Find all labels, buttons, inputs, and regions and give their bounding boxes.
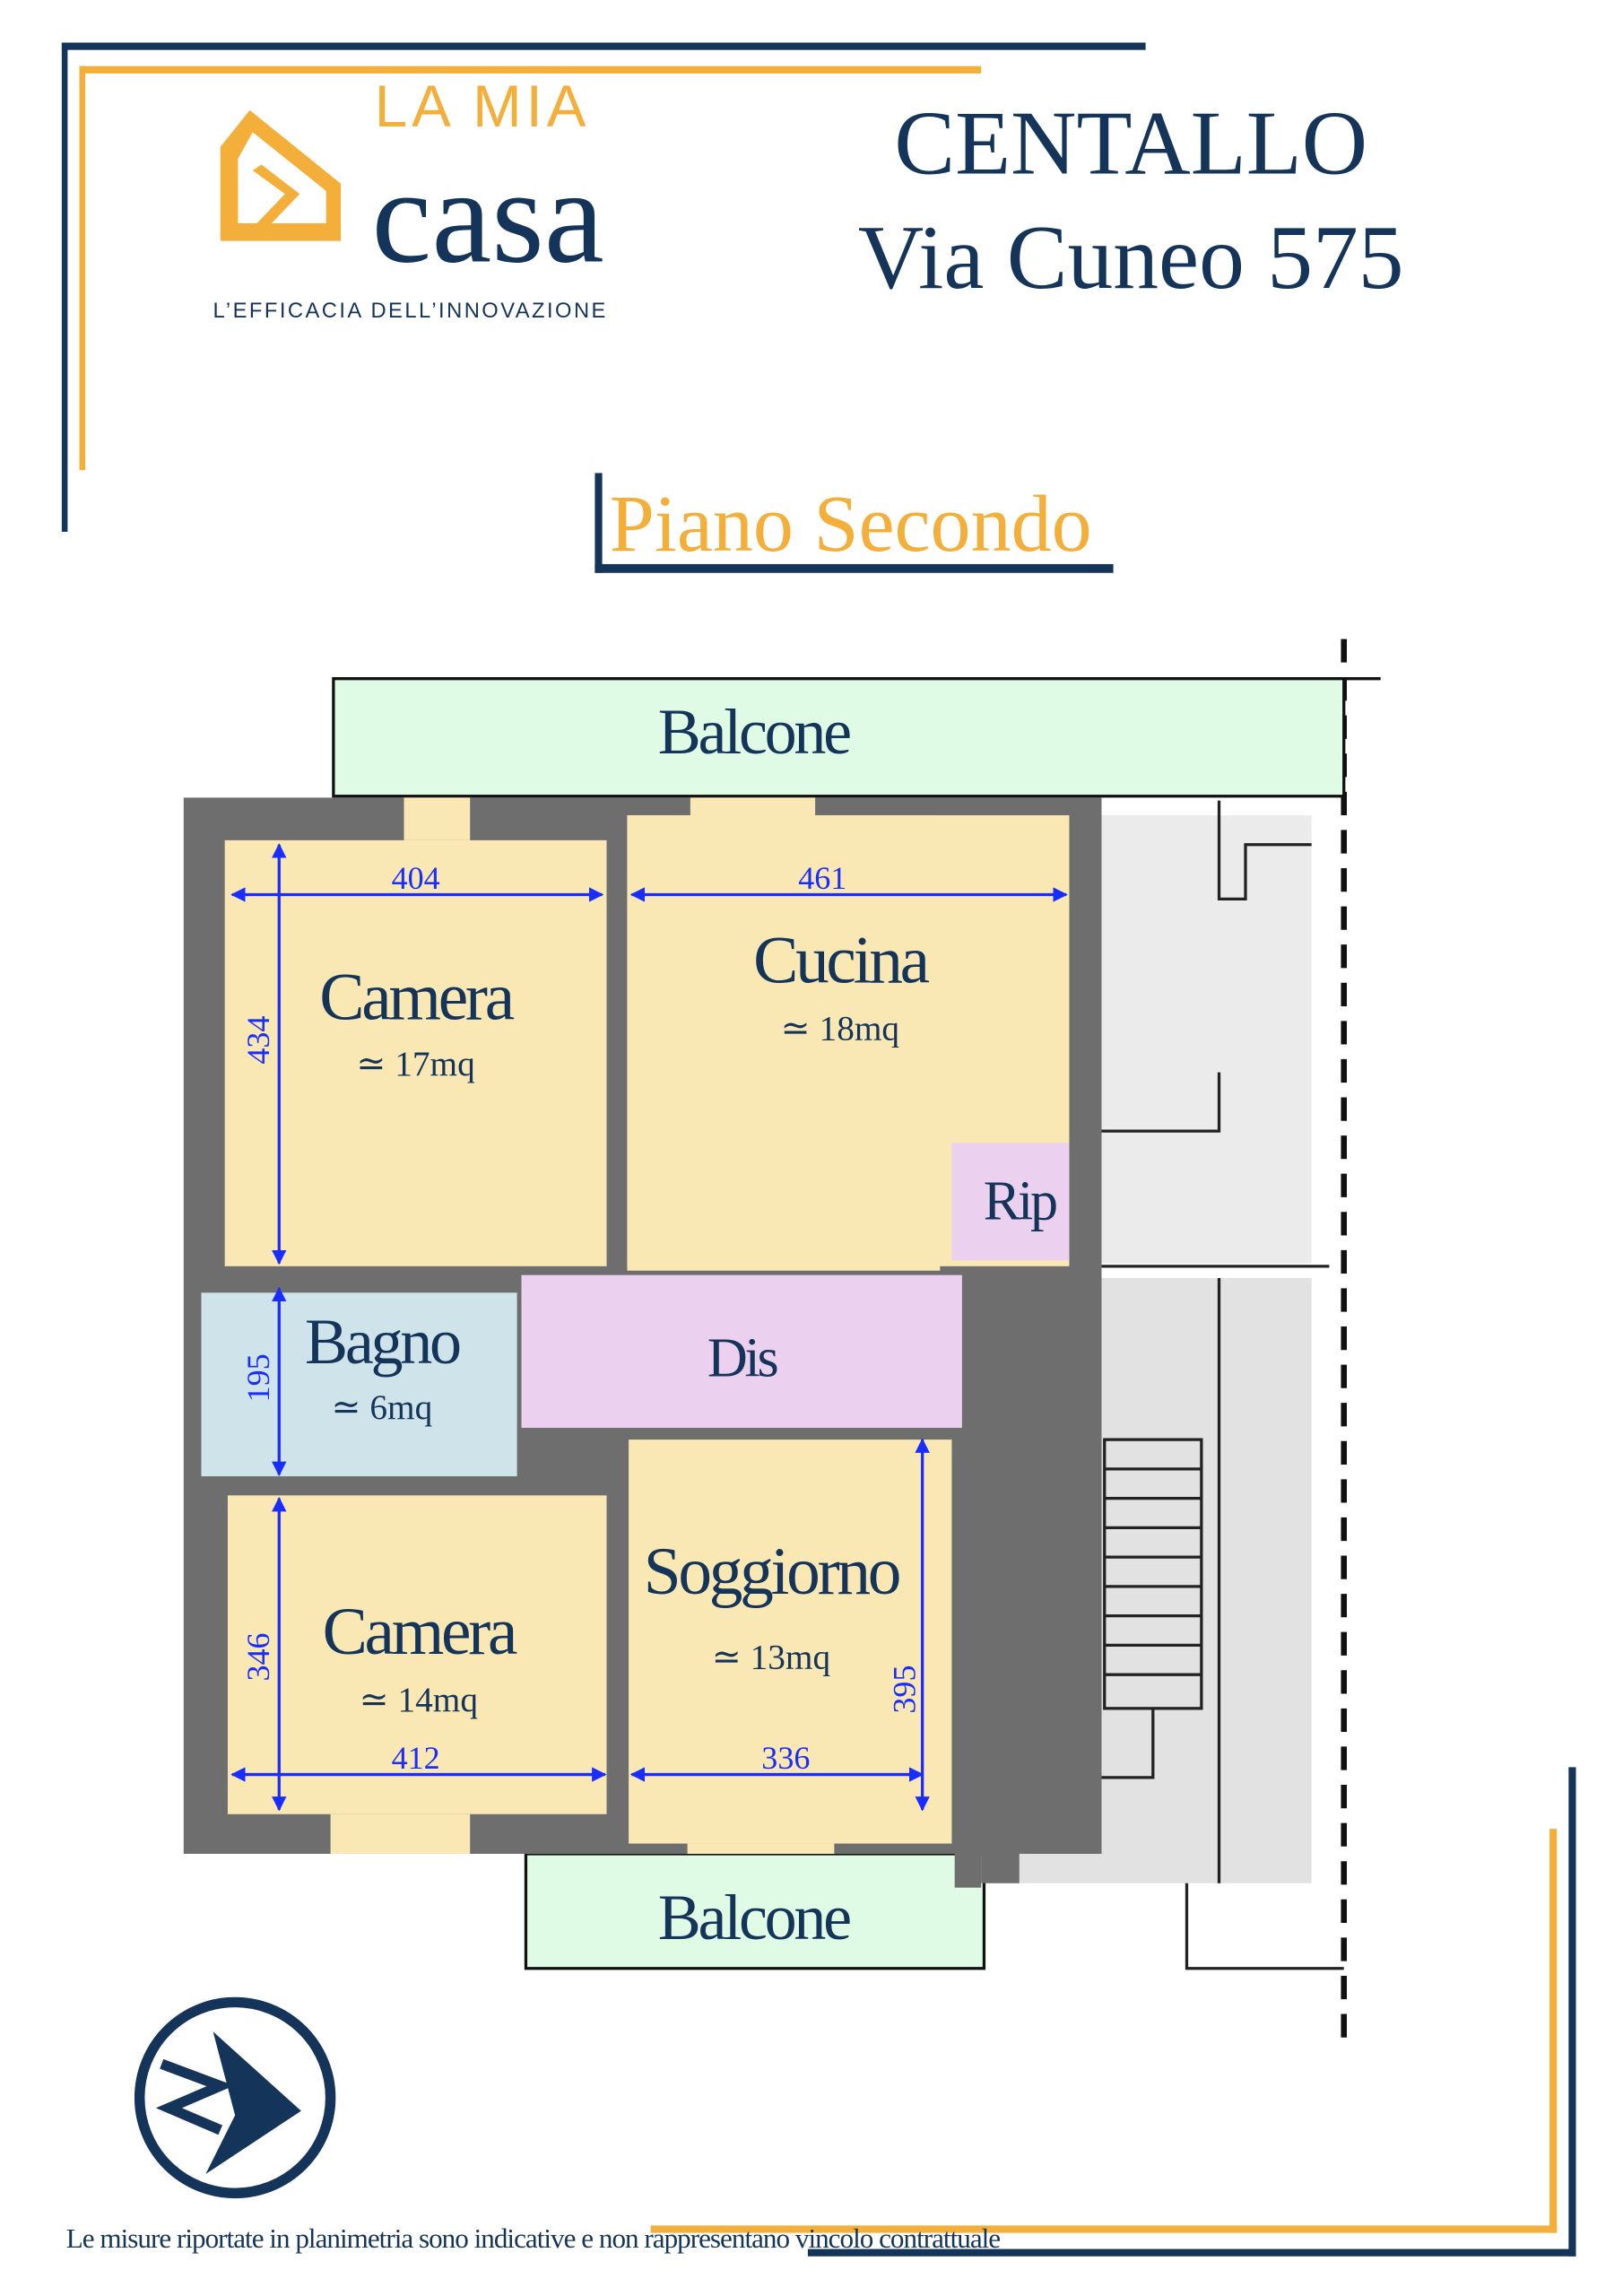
dim-camera-2-width: 412	[392, 1740, 440, 1776]
city-title: CENTALLO	[894, 92, 1367, 193]
cucina-area: ≃ 18mq	[781, 1009, 899, 1048]
dim-soggiorno-width: 336	[761, 1740, 810, 1776]
room-rip	[951, 1143, 1070, 1261]
address-title: Via Cuneo 575	[858, 207, 1404, 308]
balcony-top-label: Balcone	[658, 696, 850, 768]
dim-camera-1-width: 404	[392, 860, 440, 896]
camera-1-area: ≃ 17mq	[356, 1044, 474, 1083]
room-camera-1	[224, 839, 607, 1266]
labels: Camera ≃ 17mq Cucina ≃ 18mq Rip Bagno ≃ …	[305, 924, 1059, 1719]
dis-label: Dis	[707, 1328, 777, 1389]
balcony-top	[332, 677, 1346, 798]
house-icon	[220, 109, 342, 241]
windows	[330, 797, 835, 1854]
cucina-label: Cucina	[753, 924, 930, 998]
floor-plan: Balcone Balcone Camera ≃ 17mq Cucina ≃ 1…	[183, 639, 1381, 2045]
dimension-lines	[230, 843, 1068, 1812]
floor-title: Piano Secondo	[595, 473, 1114, 573]
room-dis	[521, 1274, 962, 1429]
frame-top-left	[61, 42, 1146, 532]
soggiorno-label: Soggiorno	[644, 1535, 899, 1609]
rip-label: Rip	[984, 1170, 1056, 1231]
dim-camera-2-depth: 346	[240, 1633, 276, 1682]
room-camera-2	[227, 1495, 607, 1814]
adjacent-area	[1101, 815, 1312, 1264]
dim-soggiorno-depth: 395	[886, 1665, 922, 1714]
logo-main-text: casa	[371, 142, 603, 291]
room-bagno	[201, 1292, 517, 1477]
frame-bottom-right	[650, 1767, 1576, 2257]
dimension-labels: 404 434 461 195 346 412 336 395	[240, 860, 923, 1776]
camera-2-area: ≃ 14mq	[360, 1680, 478, 1719]
dim-cucina-width: 461	[798, 860, 846, 896]
brand-logo: LA MIA casa L’EFFICACIA DELL’INNOVAZIONE	[213, 74, 608, 323]
north-compass-icon	[134, 1996, 336, 2199]
camera-2-label: Camera	[323, 1595, 517, 1669]
bagno-area: ≃ 6mq	[332, 1387, 433, 1427]
soggiorno-area: ≃ 13mq	[712, 1638, 830, 1677]
camera-1-label: Camera	[319, 961, 514, 1035]
logo-tagline: L’EFFICACIA DELL’INNOVAZIONE	[213, 300, 608, 323]
logo-top-text: LA MIA	[375, 74, 591, 139]
dim-camera-1-depth: 434	[240, 1016, 276, 1065]
disclaimer: Le misure riportate in planimetria sono …	[66, 2222, 1001, 2254]
balcony-bottom-label: Balcone	[658, 1882, 850, 1953]
floor-title-text: Piano Secondo	[610, 480, 1092, 569]
dim-bagno-depth: 195	[240, 1353, 276, 1402]
bagno-label: Bagno	[305, 1306, 460, 1378]
